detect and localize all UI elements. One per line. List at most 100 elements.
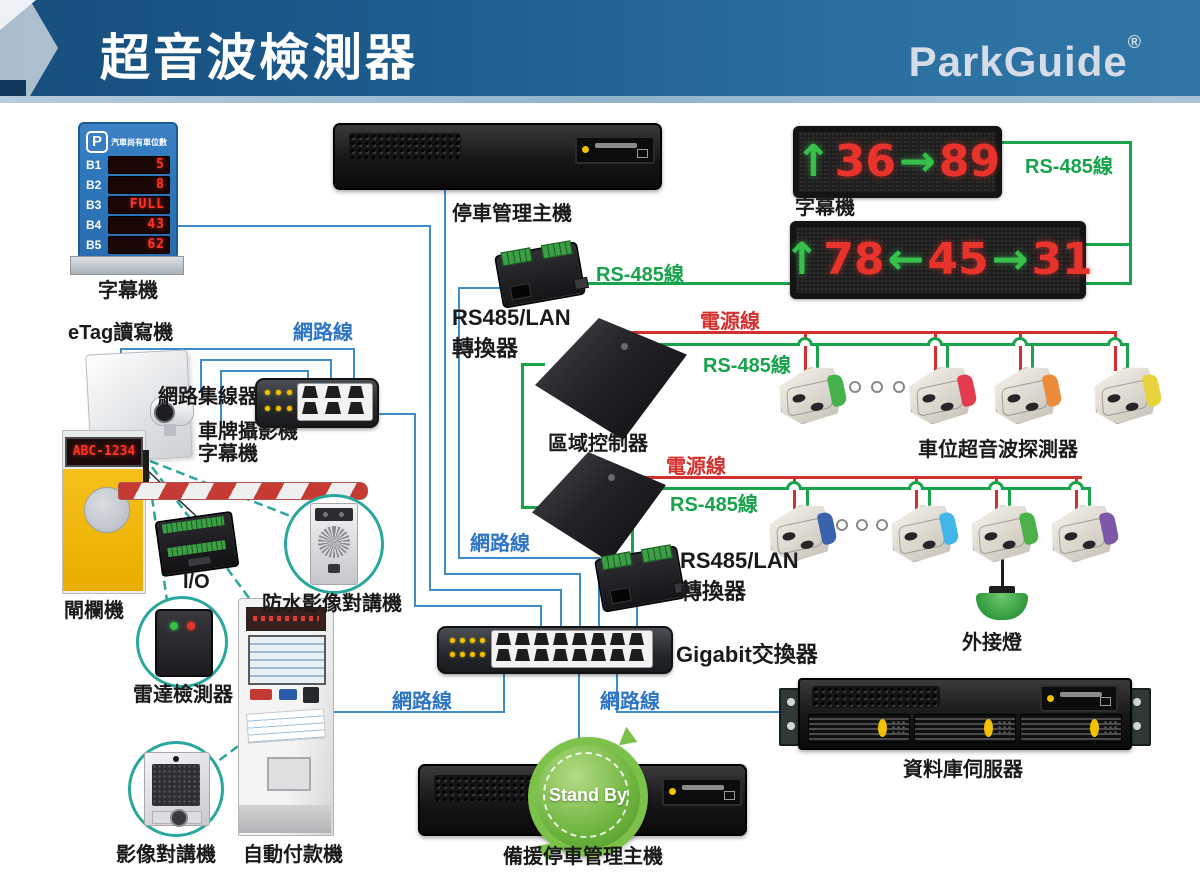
switch-port <box>629 633 644 645</box>
switch-led <box>450 652 455 657</box>
ellipsis-dot <box>893 381 905 393</box>
intercom-camera-dot <box>339 512 344 517</box>
switch-led <box>460 652 465 657</box>
radar-detector-circle <box>136 596 228 688</box>
led-count-value: 36 <box>834 136 896 187</box>
sign-base <box>70 256 184 275</box>
gate-machine-label: 閘欄機 <box>64 600 124 622</box>
server-power-led <box>1047 695 1054 702</box>
parking-p-icon: P <box>86 131 108 153</box>
page-title: 超音波檢測器 <box>100 30 418 86</box>
hub-led <box>265 390 270 395</box>
rs485-cable-label: RS-485線 <box>1025 156 1113 178</box>
rs485-cable-label: RS-485線 <box>670 494 758 516</box>
server-drive-bay <box>1040 685 1118 712</box>
hub-port <box>348 402 364 414</box>
network-cable-line <box>200 359 202 392</box>
intercom-camera-panel <box>315 508 353 521</box>
server-drive-bay <box>662 778 742 806</box>
network-cable-line <box>220 370 309 372</box>
io-label: I/O <box>183 571 210 593</box>
switch-port <box>610 633 625 645</box>
switch-port <box>553 633 568 645</box>
drive-tray <box>1020 714 1122 743</box>
led-arrow-icon: ↑ <box>794 136 832 187</box>
network-cable-line <box>414 413 416 607</box>
video-intercom-circle <box>128 741 224 837</box>
led-display-2: ↑78←45→31 <box>783 221 1093 299</box>
database-server <box>798 678 1132 750</box>
network-cable-line <box>332 711 505 713</box>
switch-port <box>572 649 587 661</box>
power-cable-line <box>1114 331 1117 371</box>
waterproof-intercom-circle <box>284 494 384 594</box>
sign-level-name: B4 <box>86 218 102 232</box>
brand-logo: ParkGuide® <box>909 32 1142 86</box>
cable-hop-arc <box>988 481 1004 490</box>
switch-led <box>480 652 485 657</box>
network-cable-line <box>330 359 332 385</box>
intercom-camera-dot <box>323 512 328 517</box>
led-display-label: 字幕機 <box>795 197 855 219</box>
led-count-value: 31 <box>1031 234 1093 285</box>
network-hub-label: 網路集線器 <box>158 386 258 408</box>
server-vents <box>349 133 461 159</box>
rs485-cable-line <box>1008 487 1011 511</box>
ellipsis-dot <box>849 381 861 393</box>
cable-hop-arc <box>1107 337 1123 346</box>
intercom-call-button <box>328 564 340 573</box>
network-cable-label-bottom-left: 網路線 <box>392 691 452 713</box>
network-cable-label-bottom-mid: 網路線 <box>600 691 660 713</box>
rs485-cable-line <box>988 141 1131 144</box>
network-cable-line <box>578 664 580 744</box>
server-vents <box>812 686 940 708</box>
sign-level-name: B5 <box>86 238 102 252</box>
video-intercom-label: 影像對講機 <box>116 844 216 866</box>
kiosk-instruction-sticker <box>246 708 326 744</box>
led-arrow-icon: ↑ <box>783 234 821 285</box>
cable-hop-arc <box>1068 481 1084 490</box>
ellipsis-dot <box>876 519 888 531</box>
tray-vent-grid <box>1103 720 1117 736</box>
etag-reader-label: eTag讀寫機 <box>68 322 174 344</box>
sign-level-count-led: 8 <box>108 176 170 194</box>
tray-led <box>1090 719 1099 737</box>
converter2-label-line1: RS485/LAN <box>680 548 799 573</box>
ellipsis-dot <box>871 381 883 393</box>
server-drive-slot <box>1060 692 1102 697</box>
io-terminal-strip <box>167 540 226 558</box>
led-arrow-icon: → <box>899 136 936 187</box>
rs485-cable-line <box>946 343 949 373</box>
converter1-label-line2: 轉換器 <box>452 336 519 361</box>
rs485-cable-line <box>598 343 1126 346</box>
led-arrow-icon: ← <box>887 234 925 285</box>
database-server-label: 資料庫伺服器 <box>903 759 1023 781</box>
switch-port <box>591 633 606 645</box>
server-power-led <box>669 788 676 795</box>
server-eject-button <box>637 149 648 158</box>
ellipsis-dot <box>856 519 868 531</box>
switch-port <box>496 633 511 645</box>
switch-led <box>470 638 475 643</box>
header-bar: 超音波檢測器 ParkGuide® <box>0 0 1200 96</box>
rs485-cable-line <box>928 487 931 511</box>
network-cable-label-mid: 網路線 <box>470 533 530 555</box>
switch-led <box>460 638 465 643</box>
rs485-cable-line <box>650 487 1090 490</box>
kiosk-base <box>239 805 331 833</box>
header-bottom-strip <box>0 96 1200 103</box>
led-arrow-icon: → <box>991 234 1029 285</box>
hub-port <box>325 402 341 414</box>
network-cable-line <box>444 186 446 575</box>
power-cable-line <box>628 331 1114 334</box>
switch-port <box>515 649 530 661</box>
drive-tray <box>914 714 1016 743</box>
radar-detector-device <box>155 609 213 677</box>
gate-sensor-post <box>143 450 149 498</box>
network-cable-line <box>173 225 431 227</box>
management-server-label: 停車管理主機 <box>452 203 572 225</box>
